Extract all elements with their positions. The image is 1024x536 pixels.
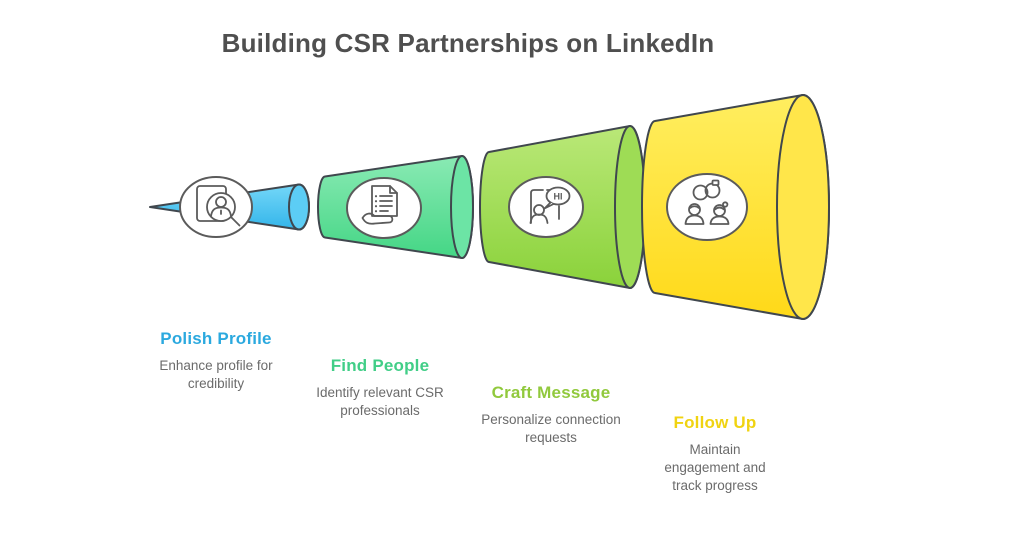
profile-search-icon: [179, 176, 253, 238]
stage-title: Find People: [330, 356, 430, 375]
bubble-text: HI: [554, 192, 563, 202]
icon-badge: [666, 173, 748, 241]
stage-description: Identify relevant CSR professionals: [316, 385, 444, 418]
stage-description: Personalize connection requests: [481, 412, 621, 445]
page-title: Building CSR Partnerships on LinkedIn: [221, 28, 715, 58]
icon-badge: [346, 177, 422, 239]
segment-end-cap: [450, 155, 474, 259]
stage-label-polish-profile: Polish Profile Enhance profile for credi…: [146, 329, 286, 393]
stage-description: Enhance profile for credibility: [159, 358, 273, 391]
greeting-message-icon: HI: [508, 176, 584, 238]
hand-document-icon: [346, 177, 422, 239]
stage-title: Craft Message: [491, 383, 611, 402]
stage-title: Follow Up: [673, 413, 757, 432]
segment-end-cap: [288, 183, 310, 231]
segment-end-cap: [614, 125, 646, 289]
connected-people-icon: [666, 173, 748, 241]
stage-title: Polish Profile: [160, 329, 272, 348]
stage-description: Maintain engagement and track progress: [664, 442, 766, 493]
stage-label-craft-message: Craft Message Personalize connection req…: [476, 383, 626, 447]
stage-label-find-people: Find People Identify relevant CSR profes…: [303, 356, 458, 420]
stage-label-follow-up: Follow Up Maintain engagement and track …: [653, 413, 778, 494]
segment-end-cap: [776, 94, 830, 320]
